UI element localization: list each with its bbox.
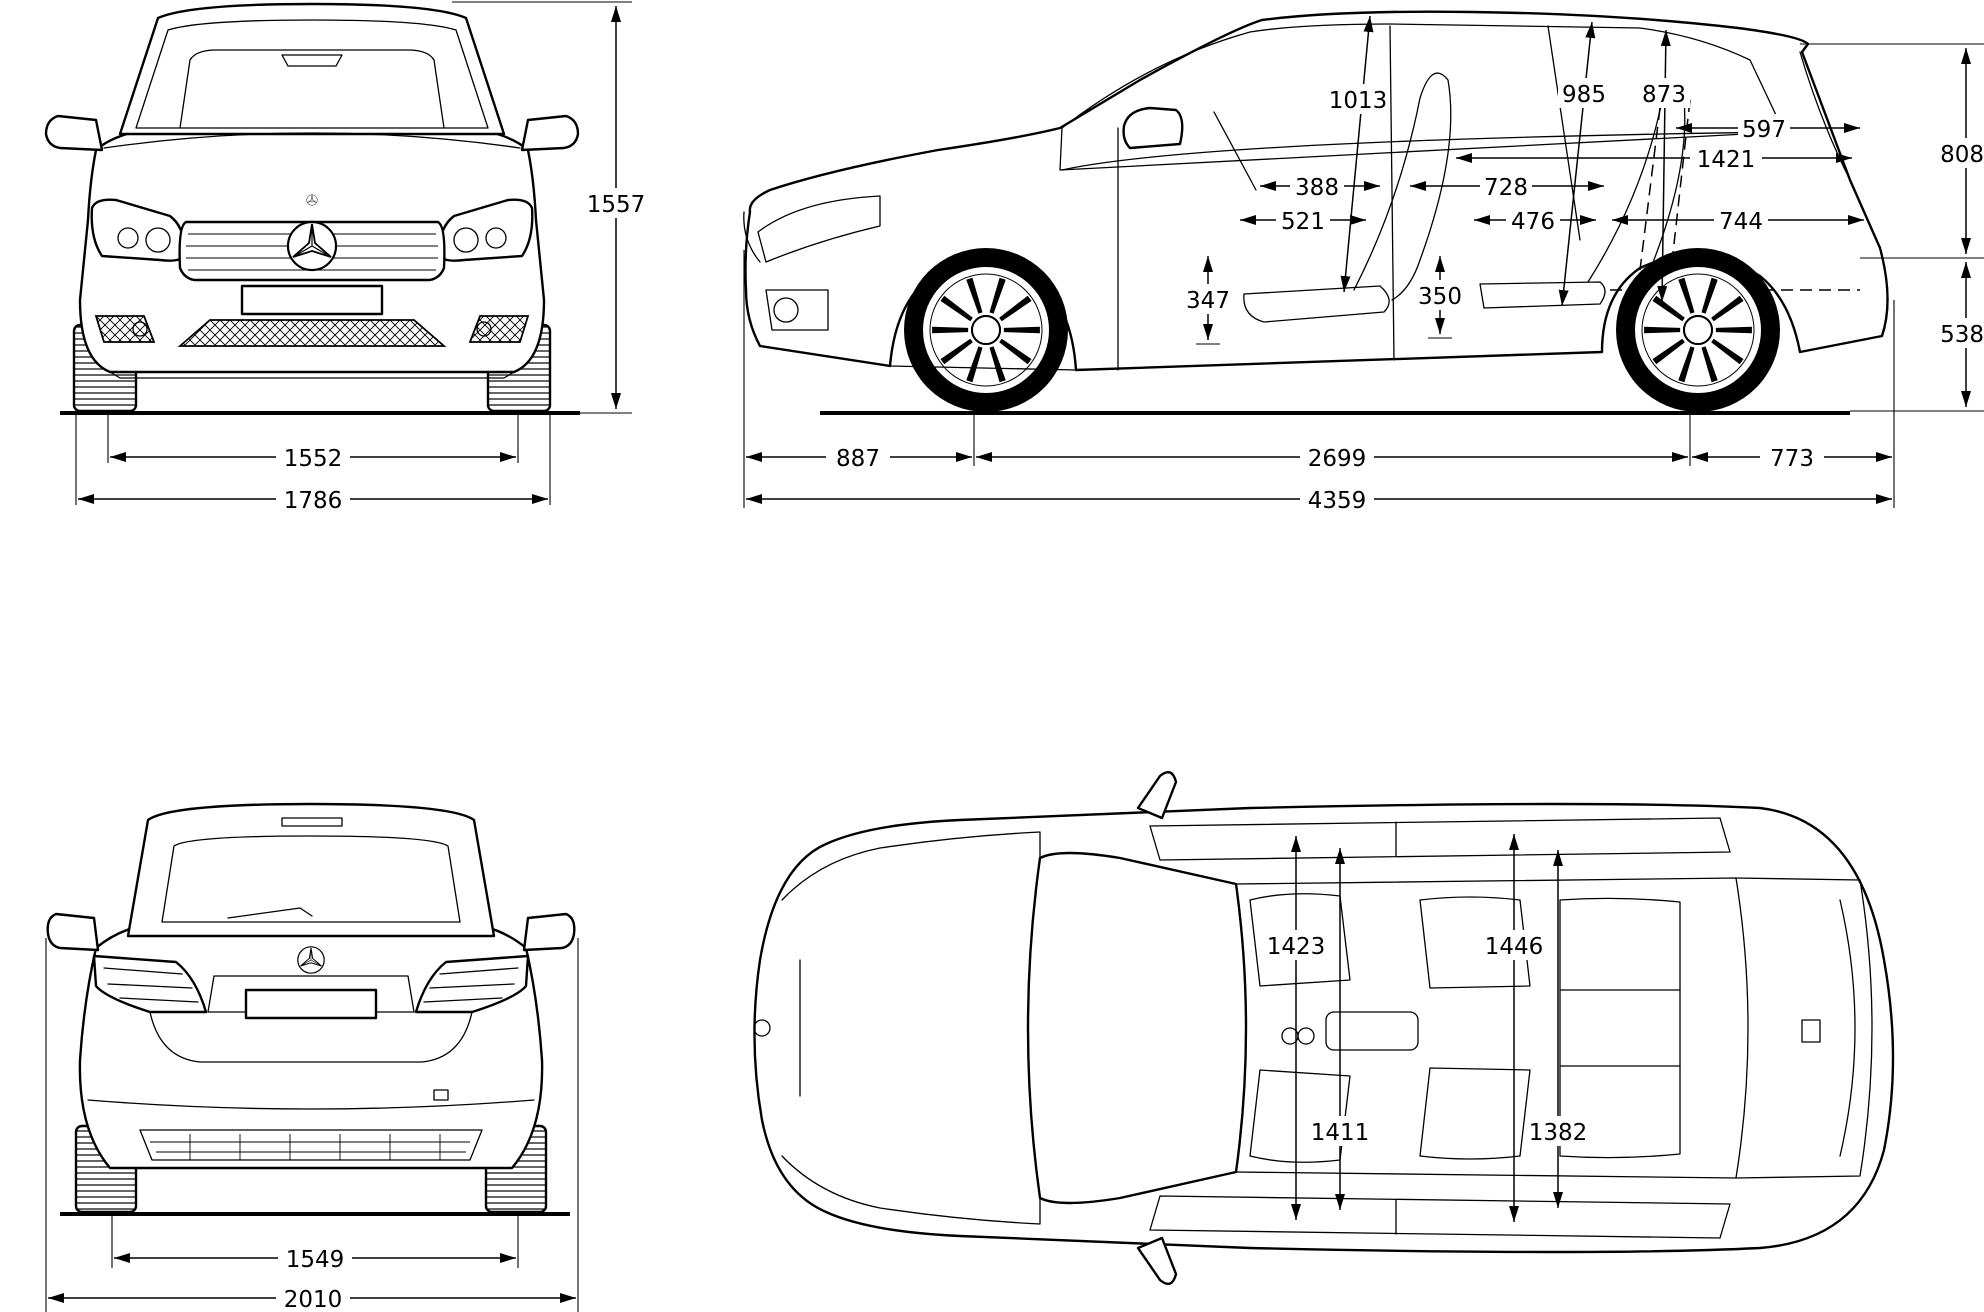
length-label: 4359 xyxy=(1308,488,1367,514)
width-mirrors-label: 2010 xyxy=(284,1287,343,1312)
cargo-length-label: 1421 xyxy=(1697,147,1756,173)
wheel-spoke xyxy=(932,326,969,334)
top-star-icon xyxy=(753,1019,771,1037)
rear-star-emblem-icon xyxy=(297,946,325,974)
rear-view xyxy=(46,802,576,1216)
wheel-spoke xyxy=(989,346,1006,383)
trunk-top-length-label: 597 xyxy=(1742,117,1786,143)
top-windshield xyxy=(1026,851,1248,1205)
wheel-spoke xyxy=(1711,295,1744,322)
front-windshield xyxy=(118,2,506,136)
wheel-spoke xyxy=(1678,346,1695,383)
rear-seat-height-label: 350 xyxy=(1418,284,1462,310)
wheel-spoke xyxy=(940,295,973,322)
rear-view-dimensions: 1549 2010 xyxy=(45,938,579,1312)
rear-shoulder-width-label: 1446 xyxy=(1485,934,1544,960)
rear-seat-depth-label: 476 xyxy=(1511,209,1555,235)
front-seat-height-label: 347 xyxy=(1186,288,1230,314)
wheel-spoke xyxy=(1701,277,1718,314)
top-view xyxy=(753,770,1895,1286)
front-right-mirror xyxy=(520,114,580,152)
trunk-floor-length-label: 744 xyxy=(1719,209,1763,235)
side-window-line xyxy=(1059,23,1785,171)
wheel-spoke xyxy=(1003,326,1040,334)
front-overhang-label: 887 xyxy=(836,446,880,472)
front-seat-to-pedal-label: 388 xyxy=(1295,175,1339,201)
rear-track-label: 1549 xyxy=(286,1247,345,1273)
rear-left-mirror xyxy=(46,912,100,952)
front-seat-outline xyxy=(1243,72,1452,323)
rear-legroom-label: 728 xyxy=(1484,175,1528,201)
front-headroom-label: 1013 xyxy=(1329,88,1388,114)
front-track-label: 1552 xyxy=(284,446,343,472)
height-label: 1557 xyxy=(587,192,646,218)
top-body-outline xyxy=(753,802,1895,1254)
side-mirror xyxy=(1122,106,1184,150)
rear-wheel xyxy=(1615,247,1781,413)
wheel-spoke xyxy=(1678,277,1695,314)
top-right-mirror xyxy=(1136,1236,1178,1286)
wheel-hub-icon xyxy=(1683,315,1713,345)
front-left-mirror xyxy=(44,114,104,152)
rear-right-mirror xyxy=(522,912,576,952)
wheel-spoke xyxy=(1711,338,1744,365)
wheel-spoke xyxy=(1701,346,1718,383)
wheel-spoke xyxy=(1715,326,1752,334)
side-view-dimensions: 887 2699 773 4359 808 538 1013 985 873 5… xyxy=(743,15,1984,514)
sill-height-label: 538 xyxy=(1940,322,1984,348)
front-license-plate xyxy=(240,284,384,316)
rear-headroom-2-label: 873 xyxy=(1642,82,1686,108)
wheel-spoke xyxy=(940,338,973,365)
front-seat-depth-label: 521 xyxy=(1281,209,1325,235)
star-emblem-icon xyxy=(286,220,338,272)
wheel-spoke xyxy=(999,295,1032,322)
top-left-mirror xyxy=(1136,770,1178,820)
wheel-spoke xyxy=(989,277,1006,314)
front-wheel xyxy=(903,247,1069,413)
wheel-spoke xyxy=(966,277,983,314)
brake-light xyxy=(281,817,343,827)
front-hip-width-label: 1411 xyxy=(1311,1120,1370,1146)
wheel-spoke xyxy=(1652,295,1685,322)
wheel-spoke xyxy=(1652,338,1685,365)
rear-headroom-label: 985 xyxy=(1562,82,1606,108)
wheel-hub-icon xyxy=(971,315,1001,345)
wheel-spoke xyxy=(999,338,1032,365)
body-width-label: 1786 xyxy=(284,488,343,514)
front-shoulder-width-label: 1423 xyxy=(1267,934,1326,960)
wheel-spoke xyxy=(966,346,983,383)
front-view-dimensions: 1557 1552 1786 xyxy=(75,1,648,514)
rear-overhang-label: 773 xyxy=(1770,446,1814,472)
wheel-spoke xyxy=(1644,326,1681,334)
rear-license-plate xyxy=(244,988,378,1020)
front-view xyxy=(44,2,580,415)
rear-hip-width-label: 1382 xyxy=(1529,1120,1588,1146)
window-line-height-label: 808 xyxy=(1940,142,1984,168)
rear-window xyxy=(126,802,496,938)
wheelbase-label: 2699 xyxy=(1308,446,1367,472)
top-view-dimensions: 1423 1411 1446 1382 xyxy=(1264,834,1590,1222)
